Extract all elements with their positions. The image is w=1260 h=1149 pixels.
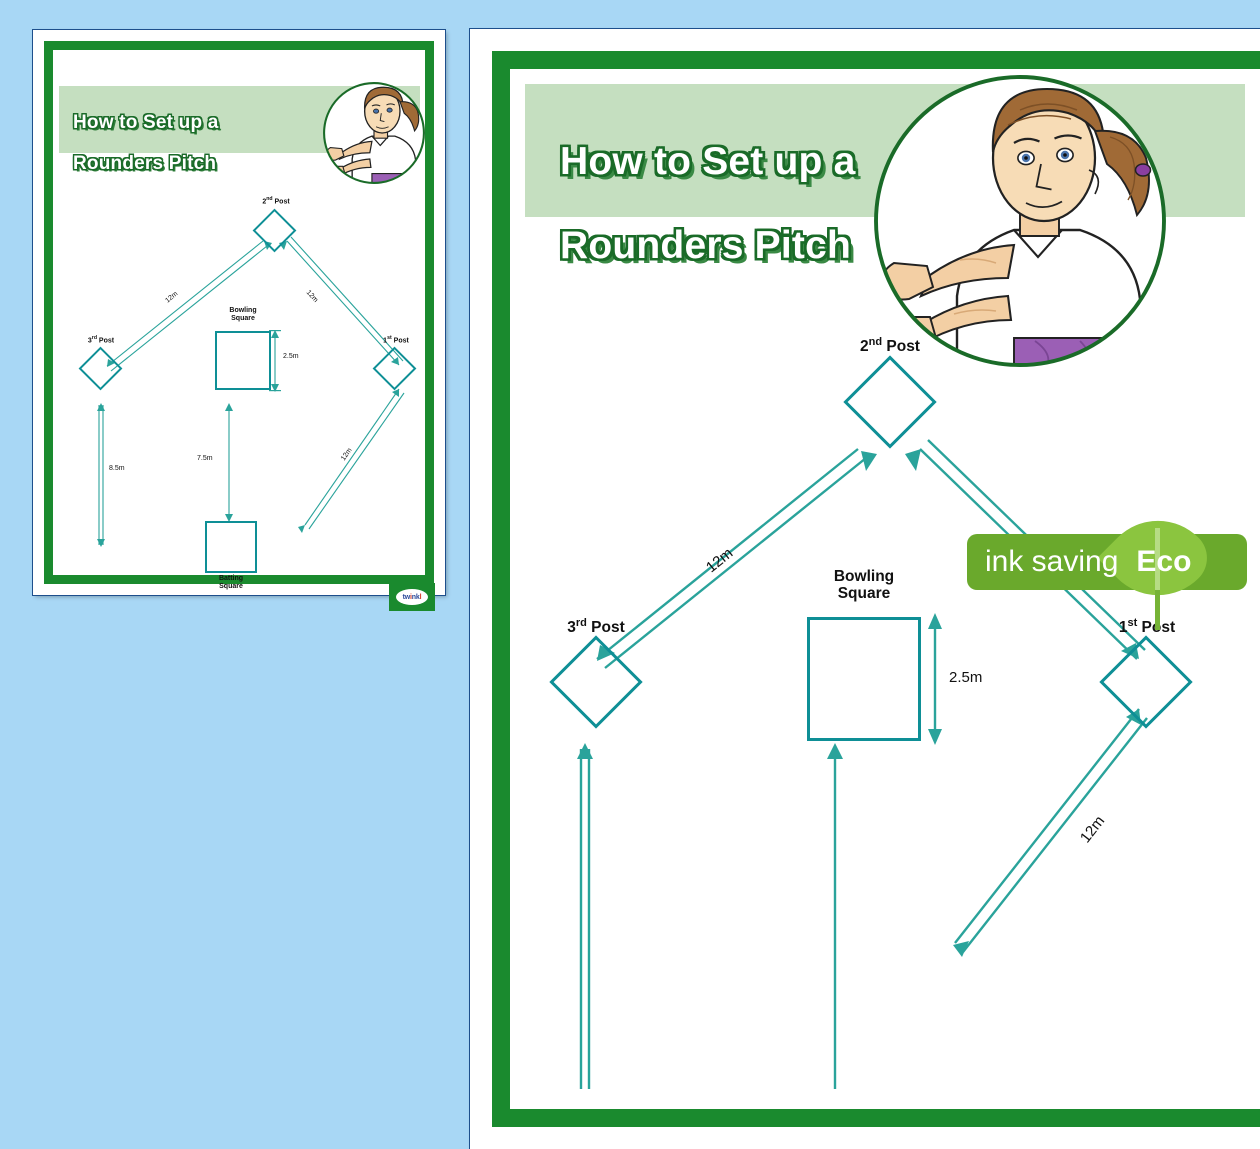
pitch-diagram-large: 2nd Post 3rd Post 1st Post Bowling Squar… [525,329,1245,1089]
pitch-diagram-small: 2nd Post 3rd Post 1st Post Bowling Squar… [59,175,421,590]
eco-badge-label: ink saving [985,545,1119,578]
ink-saving-eco-badge: ink saving Eco [967,497,1247,630]
post-1-diamond-large [1099,635,1193,729]
post-3-diamond-small [78,346,123,391]
poster-large-title-line-2: Rounders Pitch [560,224,851,268]
post-3-label-large: 3rd Post [567,617,625,637]
dimension-2-5m-large: 2.5m [949,669,983,686]
bowling-square-large [807,617,921,741]
post-3-diamond-large [549,635,643,729]
post-1-label-large: 1st Post [1118,617,1175,637]
poster-large-illustration [870,71,1170,371]
batting-square-small [205,521,257,573]
poster-thumbnail-page[interactable]: How to Set up a Rounders Pitch [33,30,445,611]
post-2-label-small: 2nd Post [262,196,290,206]
post-3-label-small: 3rd Post [87,335,115,345]
dimension-8-5m-small: 8.5m [109,465,125,472]
poster-title-line-1: How to Set up a [73,111,219,133]
dimension-12m-batting-post1-small: 12m [340,446,354,463]
dimension-7-5m-small: 7.5m [197,455,213,462]
poster-large-title-line-1: How to Set up a [560,140,856,184]
dimension-12m-post3-post2-large: 12m [702,544,737,577]
eco-leaf-stem [1155,570,1160,630]
poster-large-title: How to Set up a Rounders Pitch [560,99,1080,310]
dimension-12m-post2-post1-small: 12m [304,289,319,304]
poster-illustration [322,81,426,185]
bowling-square-small [215,331,271,390]
eco-badge-eco-label: Eco [1136,545,1192,578]
poster-title: How to Set up a Rounders Pitch [73,92,323,195]
post-1-diamond-small [372,346,417,391]
poster-title-line-2: Rounders Pitch [73,152,217,174]
bowling-square-label-small: Bowling Square [229,307,257,322]
post-2-label-large: 2nd Post [860,336,920,356]
eco-leaf-vein [1155,528,1160,590]
batting-square-label-small: Batting Square [218,575,244,590]
dimension-12m-batting-post1-large: 12m [1076,812,1109,847]
dimension-2-5m-small: 2.5m [283,353,299,360]
post-1-label-small: 1st Post [383,335,409,345]
twinkl-logo-small[interactable]: twinkl [389,583,435,611]
poster-green-frame [44,41,434,584]
bowling-square-label-large: Bowling Square [833,568,895,603]
screenshot-stage: How to Set up a Rounders Pitch [33,29,1260,1149]
post-2-diamond-small [252,208,297,253]
dimension-12m-post3-post2-small: 12m [164,290,180,305]
post-2-diamond-large [843,355,937,449]
